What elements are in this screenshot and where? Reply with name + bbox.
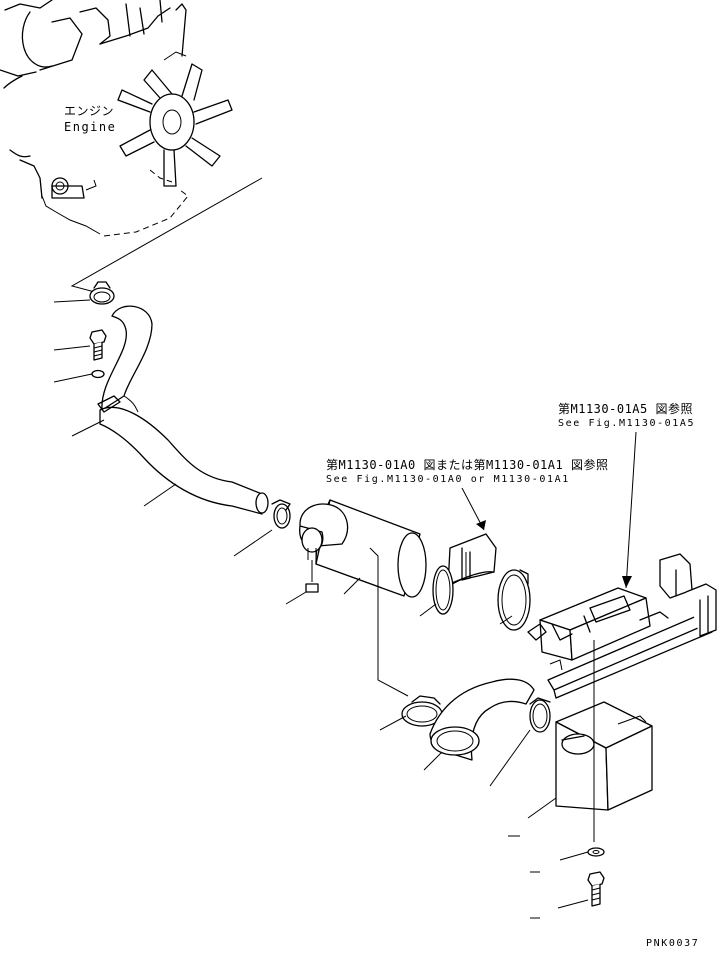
reference-label-1-en: See Fig.M1130-01A0 or M1130-01A1 [326,474,570,485]
intake-hose [97,305,269,515]
washer-left [91,369,105,379]
engine-block [0,0,189,237]
band-clamps [432,565,531,631]
reference-label-2-en: See Fig.M1130-01A5 [558,418,696,429]
reference-label-2-jp: 第M1130-01A5 図参照 [558,402,693,416]
frame [527,553,717,699]
engine-label-en: Engine [64,120,117,134]
bolt-left [89,329,107,361]
engine-label-jp: エンジン [64,104,115,118]
clamp-middle [271,499,291,529]
clamp-top [89,281,115,305]
fan [117,51,233,187]
lower-hose [401,678,551,761]
drain-valve [305,560,319,593]
drawing-code: PNK0037 [646,938,700,949]
callout-lines [53,299,589,919]
reference-label-1-jp: 第M1130-01A0 図または第M1130-01A1 図参照 [326,458,609,472]
bolt-right [587,871,605,907]
washer-right [587,847,605,857]
air-cleaner [299,499,427,598]
guard-box [555,701,653,811]
